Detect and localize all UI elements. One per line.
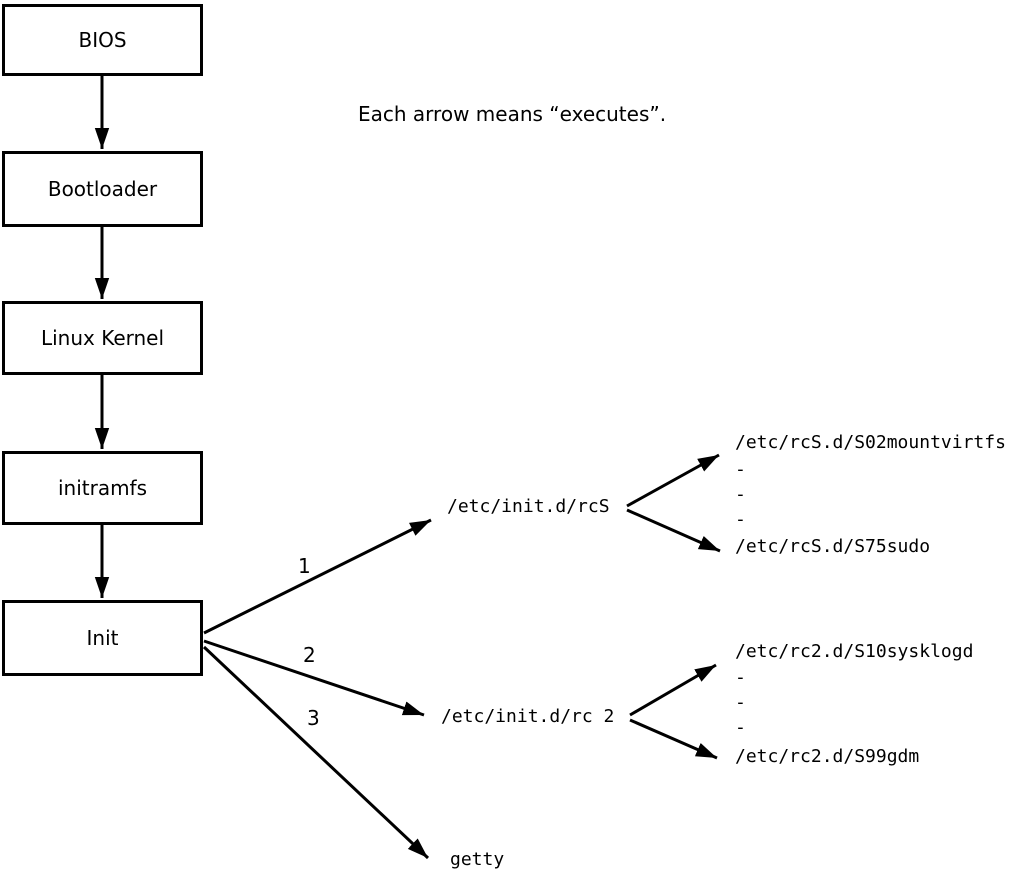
node-rc2-child-s99gdm: /etc/rc2.d/S99gdm [735, 746, 920, 767]
arrow-order-label-2: 2 [303, 643, 316, 667]
arrow-init-getty [202, 645, 430, 860]
rc2-ellipsis-dash: - [735, 667, 746, 688]
arrow-rc2-s10 [629, 663, 717, 717]
rc2-ellipsis-dash: - [735, 692, 746, 713]
rcs-ellipsis-dash: - [735, 484, 746, 505]
node-linux-kernel-label: Linux Kernel [40, 326, 165, 350]
node-getty: getty [450, 849, 505, 870]
legend-note: Each arrow means “executes”. [358, 102, 667, 126]
node-initramfs-label: initramfs [57, 476, 148, 500]
arrow-rcs-s75 [626, 508, 721, 553]
arrow-rc2-s99 [629, 718, 718, 760]
node-bootloader-label: Bootloader [47, 177, 158, 201]
arrow-rcs-s02 [626, 453, 720, 508]
node-rc2-child-s10sysklogd: /etc/rc2.d/S10sysklogd [735, 641, 974, 662]
rcs-ellipsis-dash: - [735, 509, 746, 530]
node-initramfs: initramfs [2, 451, 203, 525]
arrow-order-label-3: 3 [307, 706, 320, 730]
arrow-init-rcs [203, 518, 432, 635]
node-rc2-script: /etc/init.d/rc 2 [441, 706, 615, 727]
rcs-ellipsis-dash: - [735, 459, 746, 480]
node-rcs-child-s02mountvirtfs: /etc/rcS.d/S02mountvirtfs [735, 432, 1006, 453]
node-init-label: Init [86, 626, 119, 650]
node-linux-kernel: Linux Kernel [2, 301, 203, 375]
node-bios: BIOS [2, 4, 203, 76]
arrow-init-rc2 [203, 639, 425, 717]
node-init: Init [2, 600, 203, 676]
arrow-order-label-1: 1 [298, 554, 311, 578]
node-bootloader: Bootloader [2, 151, 203, 227]
node-rcs-script: /etc/init.d/rcS [447, 496, 610, 517]
rc2-ellipsis-dash: - [735, 717, 746, 738]
node-rcs-child-s75sudo: /etc/rcS.d/S75sudo [735, 536, 931, 557]
node-bios-label: BIOS [78, 28, 127, 52]
